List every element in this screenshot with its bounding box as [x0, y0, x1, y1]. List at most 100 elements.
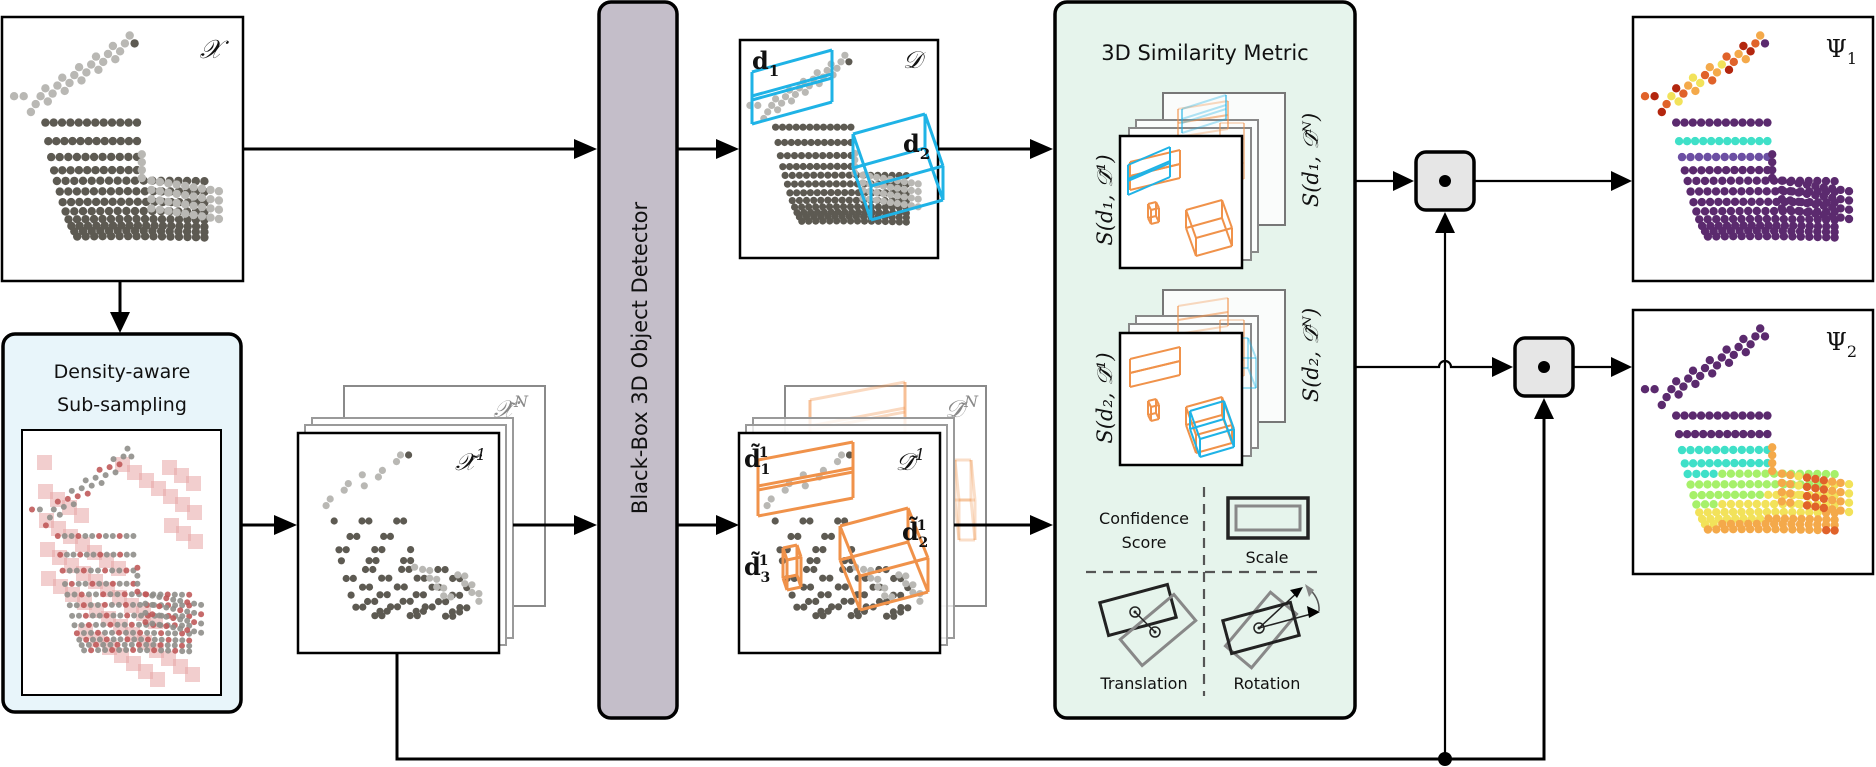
point — [879, 190, 888, 198]
point — [170, 615, 177, 622]
mask-cell — [38, 484, 53, 499]
point — [798, 217, 806, 225]
point — [1720, 187, 1729, 196]
point — [859, 179, 867, 187]
similarity-title: 3D Similarity Metric — [1101, 41, 1308, 65]
point — [847, 217, 855, 225]
point — [1802, 501, 1812, 510]
point — [1764, 197, 1773, 206]
point — [1720, 152, 1729, 162]
point — [98, 187, 107, 196]
point — [109, 647, 116, 653]
point — [358, 517, 366, 525]
point — [91, 197, 101, 207]
point — [800, 603, 808, 611]
point — [1682, 430, 1692, 439]
point — [1746, 165, 1756, 175]
point — [145, 636, 151, 643]
point — [1729, 525, 1738, 534]
point — [374, 473, 382, 481]
point — [904, 604, 912, 612]
point — [183, 232, 192, 242]
point — [75, 533, 82, 539]
point — [214, 187, 224, 196]
point — [802, 171, 811, 179]
point — [191, 628, 198, 635]
point — [1802, 473, 1812, 482]
point — [812, 546, 820, 554]
point — [184, 627, 191, 634]
point — [177, 616, 184, 623]
point — [172, 208, 181, 217]
point — [916, 597, 924, 605]
point — [1705, 411, 1714, 420]
point — [832, 180, 841, 188]
point — [166, 232, 175, 241]
point — [164, 188, 173, 197]
point — [1794, 472, 1803, 481]
point — [834, 517, 842, 525]
point — [72, 152, 82, 162]
point — [1688, 166, 1698, 175]
point — [837, 451, 846, 459]
perturbed-box-d1 — [756, 440, 855, 518]
point — [845, 196, 853, 204]
point — [831, 196, 839, 204]
point — [344, 480, 352, 488]
arrowhead — [574, 139, 597, 159]
point — [100, 621, 107, 628]
point — [364, 597, 372, 606]
point — [164, 197, 173, 206]
perturbed-box-d3 — [781, 543, 803, 592]
point — [73, 567, 80, 574]
point — [1745, 231, 1755, 241]
point — [82, 118, 92, 127]
point — [91, 52, 101, 61]
mask-cell — [161, 651, 176, 666]
point — [114, 621, 121, 628]
point — [1811, 493, 1820, 502]
point — [191, 233, 201, 242]
point — [179, 602, 186, 609]
point — [107, 165, 117, 175]
point — [198, 620, 205, 627]
point — [181, 209, 190, 218]
point — [812, 597, 820, 606]
point — [1788, 232, 1797, 241]
point — [189, 192, 198, 201]
point — [122, 601, 129, 608]
point — [137, 158, 146, 167]
point — [1762, 480, 1772, 489]
point — [58, 73, 67, 82]
arrowhead — [110, 312, 130, 333]
point — [1707, 429, 1716, 439]
point — [53, 81, 62, 90]
point — [833, 217, 841, 225]
point — [1805, 232, 1814, 241]
point — [400, 583, 408, 591]
point — [132, 187, 141, 196]
point — [58, 166, 67, 175]
point — [96, 636, 103, 643]
point — [1811, 484, 1820, 493]
point — [1688, 118, 1698, 127]
point — [1819, 476, 1829, 485]
point — [113, 206, 122, 216]
point — [1754, 507, 1763, 517]
point — [1650, 92, 1659, 101]
point — [827, 138, 835, 147]
point — [113, 176, 122, 185]
point — [9, 92, 19, 101]
point — [132, 232, 141, 241]
point — [840, 138, 848, 147]
point — [449, 612, 457, 620]
point — [1738, 118, 1747, 127]
point — [1741, 55, 1751, 64]
point — [1763, 136, 1772, 146]
point — [468, 588, 476, 597]
point — [83, 551, 90, 558]
point — [812, 612, 820, 620]
sim-box-orange-1 — [1129, 346, 1181, 388]
point — [785, 123, 793, 131]
point — [142, 619, 149, 626]
